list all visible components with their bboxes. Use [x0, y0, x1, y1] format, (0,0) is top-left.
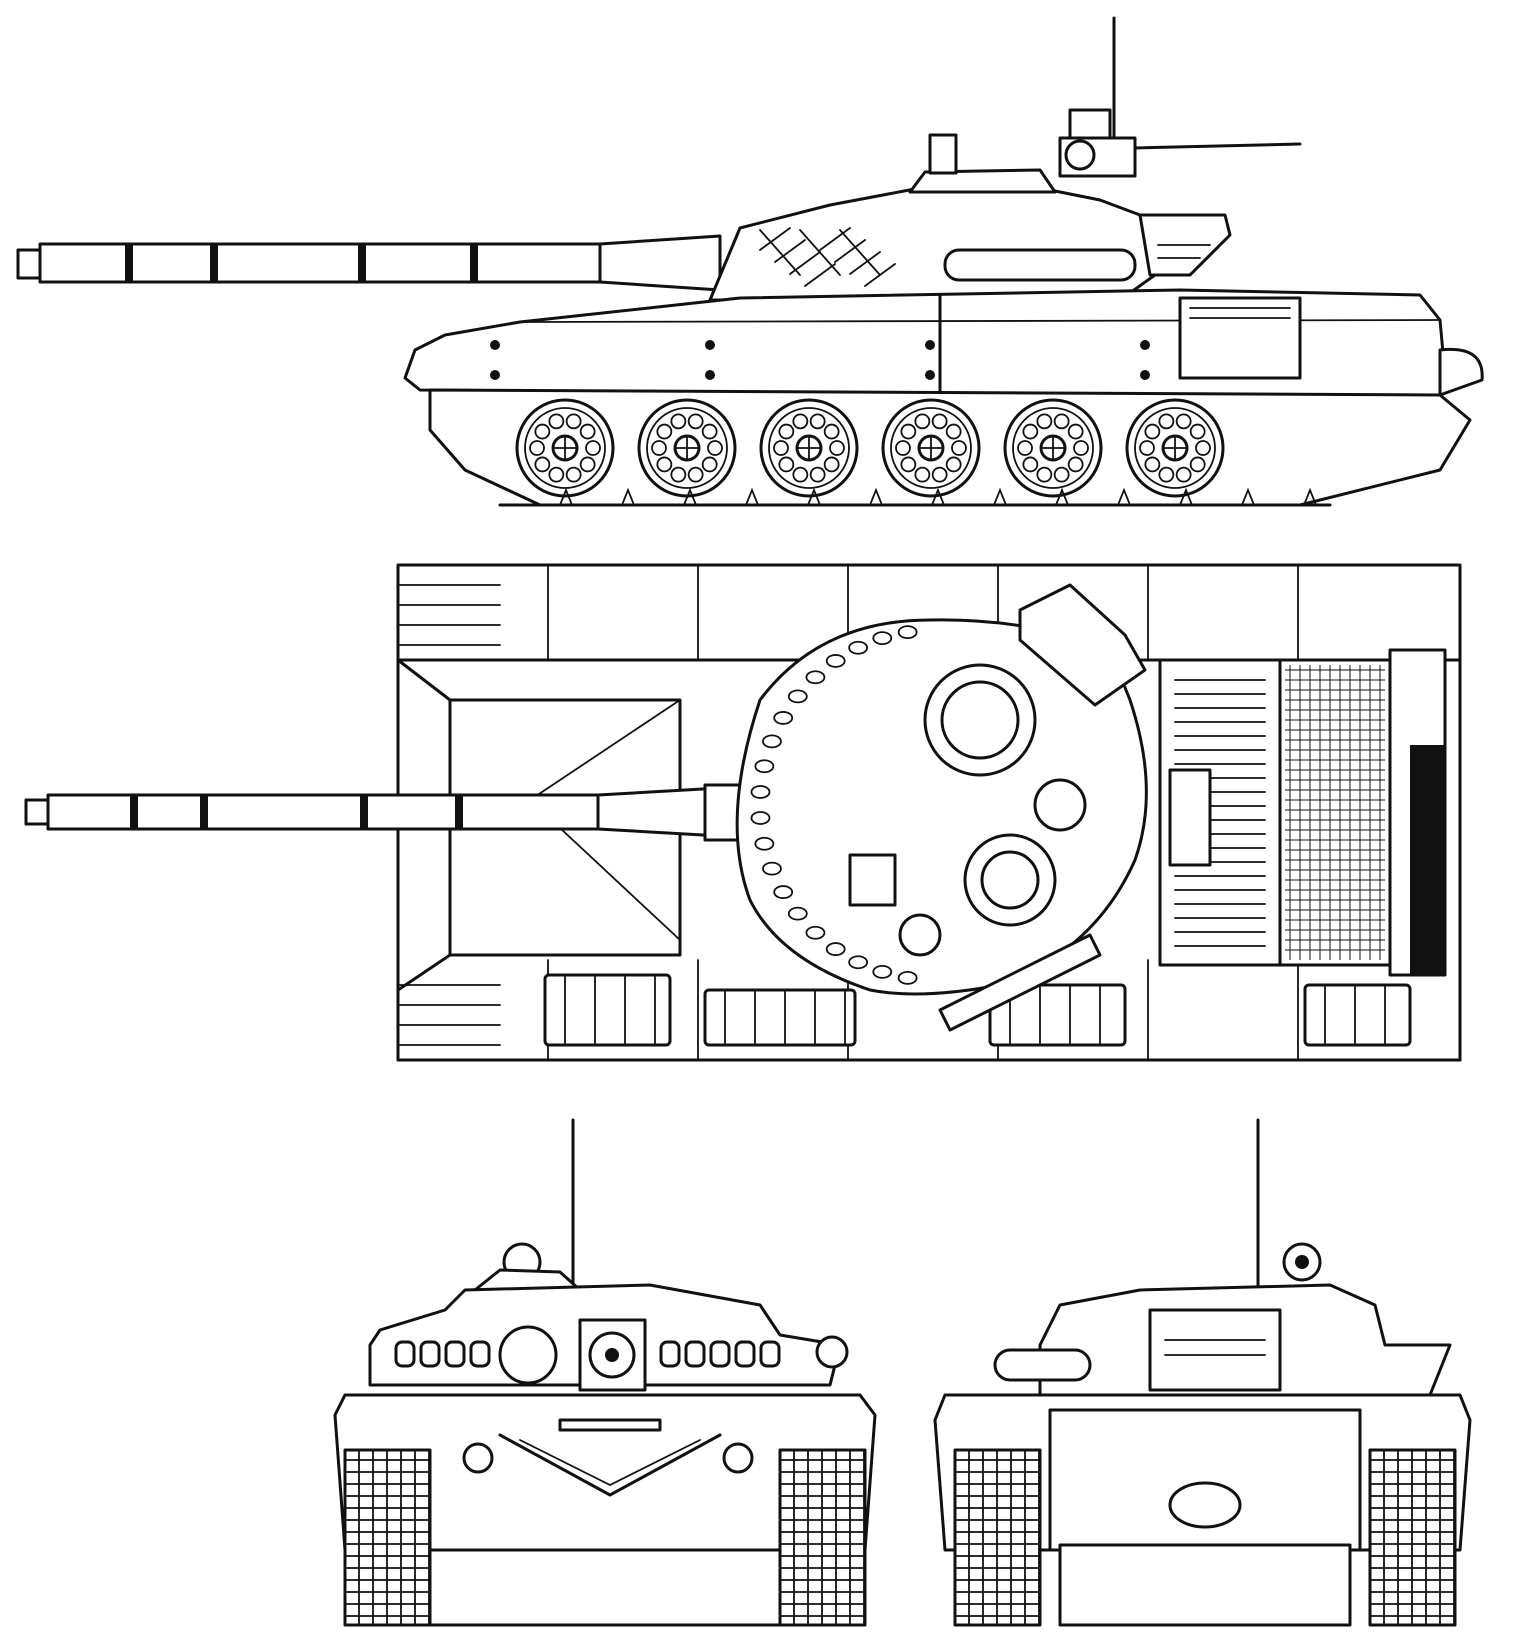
lower-hull	[428, 1548, 792, 1627]
exhaust-grille	[1278, 658, 1392, 967]
smoke-grenade-launchers	[394, 1340, 781, 1368]
grille-mesh	[1285, 665, 1385, 960]
turret-armor-bricks-top	[750, 625, 918, 985]
sight-housing	[848, 853, 897, 907]
road-wheel	[637, 398, 737, 498]
road-wheels	[515, 398, 1225, 498]
road-wheel	[1003, 398, 1103, 498]
headlight-right	[722, 1442, 754, 1474]
smoke-launcher	[928, 133, 958, 175]
suspension-side	[428, 388, 1472, 507]
main-gun-barrel	[16, 234, 722, 292]
machine-gun	[1133, 142, 1302, 150]
turret-rear-box	[1018, 583, 1147, 707]
rear-view	[933, 1118, 1472, 1627]
turret-armor-bricks	[759, 227, 896, 287]
hull-side	[403, 288, 1484, 397]
headlight-left	[462, 1442, 494, 1474]
engine-deck	[1158, 648, 1447, 977]
tracks-rear	[953, 1448, 1457, 1627]
tow-hitch	[1168, 1481, 1242, 1529]
front-view	[333, 1118, 877, 1627]
road-wheel	[759, 398, 859, 498]
track-teeth	[559, 487, 1317, 506]
snorkel-rear	[993, 1348, 1092, 1382]
fender-stowage-boxes	[396, 564, 1462, 1062]
road-wheel	[1125, 398, 1225, 498]
turret-side	[708, 108, 1302, 302]
road-wheel	[515, 398, 615, 498]
top-view	[24, 563, 1462, 1062]
tracks-front	[343, 1448, 867, 1627]
rear-stowage-box	[1148, 1308, 1282, 1392]
commander-cupola	[908, 168, 1057, 194]
side-view	[16, 16, 1484, 507]
lower-hull-rear	[1058, 1543, 1352, 1627]
hull-bolts	[490, 340, 1150, 380]
sight-aperture	[498, 1325, 558, 1385]
snorkel-tube	[1168, 768, 1212, 867]
road-wheel	[881, 398, 981, 498]
turret-top	[735, 583, 1212, 1032]
